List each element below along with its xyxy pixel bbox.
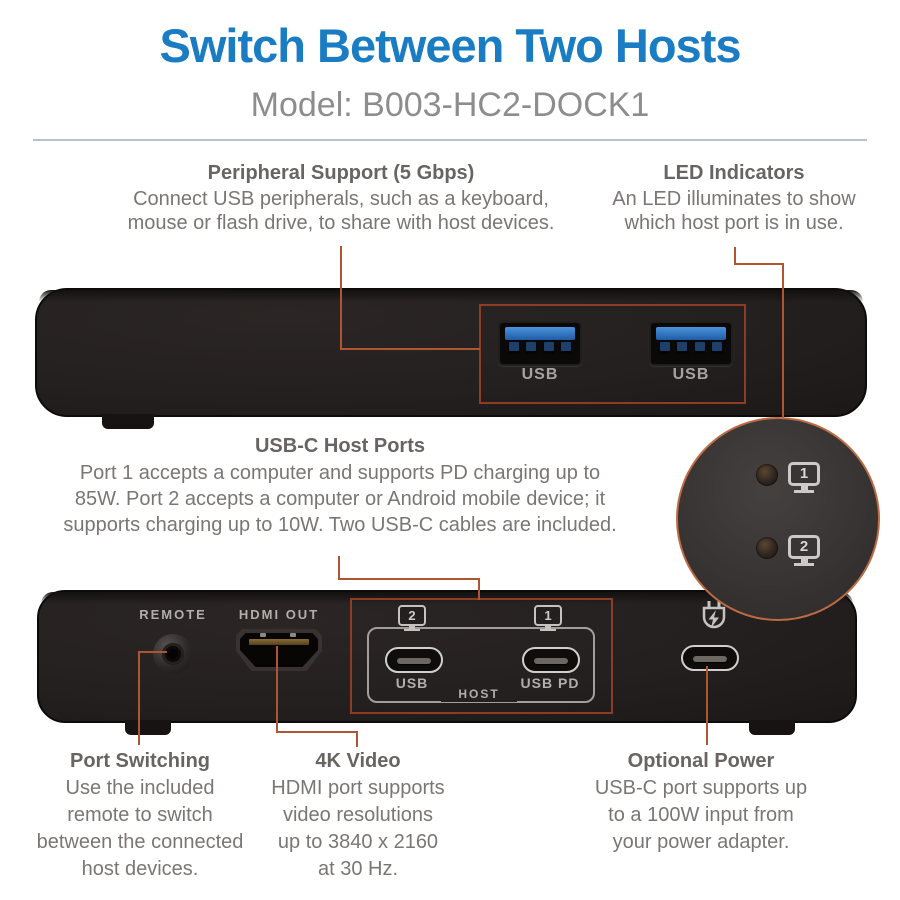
remote-jack-port	[153, 634, 193, 674]
monitor-number: 2	[398, 605, 426, 626]
device-foot	[125, 720, 171, 735]
callout-text-line: your power adapter.	[612, 831, 790, 853]
usb-a-tab	[505, 327, 575, 340]
hdmi-port	[236, 629, 322, 671]
callout-line	[478, 578, 480, 600]
host-label: HOST	[441, 687, 517, 702]
callout-line	[340, 348, 480, 350]
callout-text-line: An LED illuminates to show	[612, 188, 856, 210]
hdmi-contacts	[249, 639, 309, 645]
callout-text-line: at 30 Hz.	[317, 858, 399, 880]
callout-line	[138, 651, 140, 745]
callout-port-switching: Port Switching Use the included remote t…	[15, 749, 265, 883]
callout-text-line: between the connected	[36, 831, 244, 853]
usb-a-pins	[509, 342, 571, 351]
callout-text-line: mouse or flash drive, to share with host…	[127, 212, 555, 234]
callout-line	[138, 651, 167, 653]
usb-c-power-port	[681, 645, 739, 671]
led-1-indicator	[756, 464, 778, 486]
device-top-edge	[39, 290, 863, 302]
callout-title: LED Indicators	[663, 162, 805, 184]
callout-title: 4K Video	[315, 750, 401, 772]
jack-hole	[168, 649, 178, 659]
callout-line	[338, 556, 340, 580]
callout-title: Optional Power	[627, 750, 775, 772]
dock-front-view: USB USB	[35, 288, 867, 429]
usb-a-pins	[660, 342, 722, 351]
callout-title: USB-C Host Ports	[254, 435, 425, 457]
usb-a-port-2	[649, 321, 733, 366]
monitor-1-icon: 1	[531, 605, 565, 631]
usb-c-1-label: USB PD	[520, 675, 580, 691]
remote-label: REMOTE	[139, 607, 207, 622]
callout-text-line: supports charging up to 10W. Two USB-C c…	[63, 514, 617, 536]
monitor-number: 1	[788, 462, 820, 486]
callout-line	[706, 666, 708, 745]
host-ports-highlight-box	[350, 598, 613, 714]
hdmi-out-label: HDMI OUT	[238, 607, 320, 622]
callout-peripheral-support: Peripheral Support (5 Gbps) Connect USB …	[96, 161, 586, 235]
monitor-1-icon: 1	[786, 462, 822, 493]
callout-line	[734, 263, 784, 265]
device-foot	[102, 414, 154, 429]
callout-line	[276, 731, 358, 733]
usb-c-2-label: USB	[395, 675, 429, 691]
hdmi-opening	[240, 633, 318, 667]
usb-c-port-1	[522, 647, 580, 673]
hdmi-latch-pin	[260, 633, 266, 637]
power-plug-icon	[702, 601, 726, 629]
callout-text-line: Connect USB peripherals, such as a keybo…	[133, 188, 549, 210]
device-foot	[749, 720, 795, 735]
callout-led-indicators: LED Indicators An LED illuminates to sho…	[594, 161, 874, 235]
led-detail-zoom: 1 2	[676, 417, 880, 621]
callout-text-line: video resolutions	[282, 804, 434, 826]
usb-port-1-label: USB	[521, 366, 559, 383]
usb-ports-highlight-box	[479, 304, 746, 404]
dock-back-view: REMOTE HDMI OUT 2 1 USB USB PD HOST	[37, 590, 857, 735]
callout-line	[338, 578, 480, 580]
callout-text-line: Use the included	[65, 777, 215, 799]
model-number: Model: B003-HC2-DOCK1	[250, 86, 650, 124]
usb-a-port-1	[498, 321, 582, 366]
monitor-2-icon: 2	[786, 535, 822, 566]
usb-a-tab	[656, 327, 726, 340]
page-title: Switch Between Two Hosts	[159, 19, 742, 72]
usb-port-2-label: USB	[672, 366, 710, 383]
callout-text-line: HDMI port supports	[271, 777, 445, 799]
callout-text-line: remote to switch	[67, 804, 213, 826]
callout-line	[340, 246, 342, 350]
callout-text-line: USB-C port supports up	[594, 777, 808, 799]
header-divider	[33, 139, 867, 141]
led-2-indicator	[756, 537, 778, 559]
hdmi-latch-pin	[290, 633, 296, 637]
monitor-number: 1	[534, 605, 562, 626]
usb-c-port-2	[385, 647, 443, 673]
callout-4k-video: 4K Video HDMI port supports video resolu…	[252, 749, 464, 883]
callout-title: Port Switching	[70, 750, 210, 772]
callout-text-line: up to 3840 x 2160	[277, 831, 439, 853]
callout-optional-power: Optional Power USB-C port supports up to…	[575, 749, 827, 856]
callout-line	[276, 646, 278, 733]
callout-usbc-host-ports: USB-C Host Ports Port 1 accepts a comput…	[30, 434, 650, 538]
callout-text-line: host devices.	[81, 858, 199, 880]
monitor-number: 2	[788, 535, 820, 559]
host-ports-printed-outline	[367, 627, 595, 703]
callout-line	[782, 263, 784, 419]
callout-line	[734, 247, 736, 265]
callout-line	[356, 731, 358, 747]
callout-text-line: 85W. Port 2 accepts a computer or Androi…	[74, 488, 606, 510]
callout-text-line: which host port is in use.	[624, 212, 844, 234]
callout-title: Peripheral Support (5 Gbps)	[207, 162, 475, 184]
callout-text-line: Port 1 accepts a computer and supports P…	[79, 462, 601, 484]
monitor-2-icon: 2	[395, 605, 429, 631]
callout-text-line: to a 100W input from	[608, 804, 794, 826]
